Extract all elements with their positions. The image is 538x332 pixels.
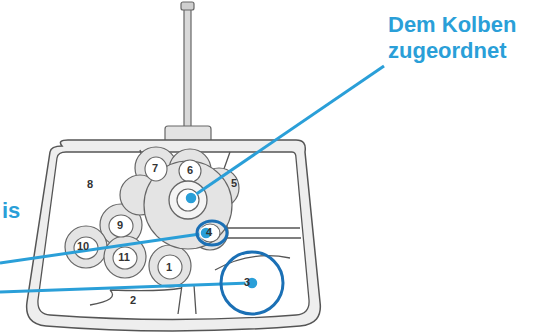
- callout-number: 6: [187, 164, 193, 176]
- callout-number: 3: [244, 276, 250, 288]
- leader-lines: [0, 66, 384, 292]
- callout-number: 1: [166, 261, 172, 273]
- bar: [178, 285, 196, 314]
- callout-number: 10: [77, 240, 89, 252]
- callout-number: 5: [231, 177, 237, 189]
- callout-number: 9: [117, 219, 123, 231]
- highlight-ring: [197, 221, 227, 245]
- callout-number: 7: [152, 162, 158, 174]
- flower-lobes: [65, 147, 239, 287]
- bar: [90, 288, 182, 305]
- shaft-tip: [181, 2, 194, 10]
- frame-inner: [38, 152, 309, 320]
- callout-text: Dem Kolben zugeordnet: [388, 12, 528, 64]
- callout-number: 2: [130, 294, 136, 306]
- callout-number: 11: [118, 251, 130, 263]
- hub: [169, 181, 207, 219]
- callout-text: is: [2, 198, 20, 224]
- leader-dot: [185, 192, 258, 289]
- callout-number: 8: [87, 178, 93, 190]
- highlight-ring: [221, 252, 283, 314]
- frame-outer: [27, 140, 321, 331]
- hub-bore: [177, 189, 199, 211]
- shaft: [184, 6, 191, 128]
- callout-number: 4: [206, 226, 212, 238]
- flower-holes: [74, 157, 220, 279]
